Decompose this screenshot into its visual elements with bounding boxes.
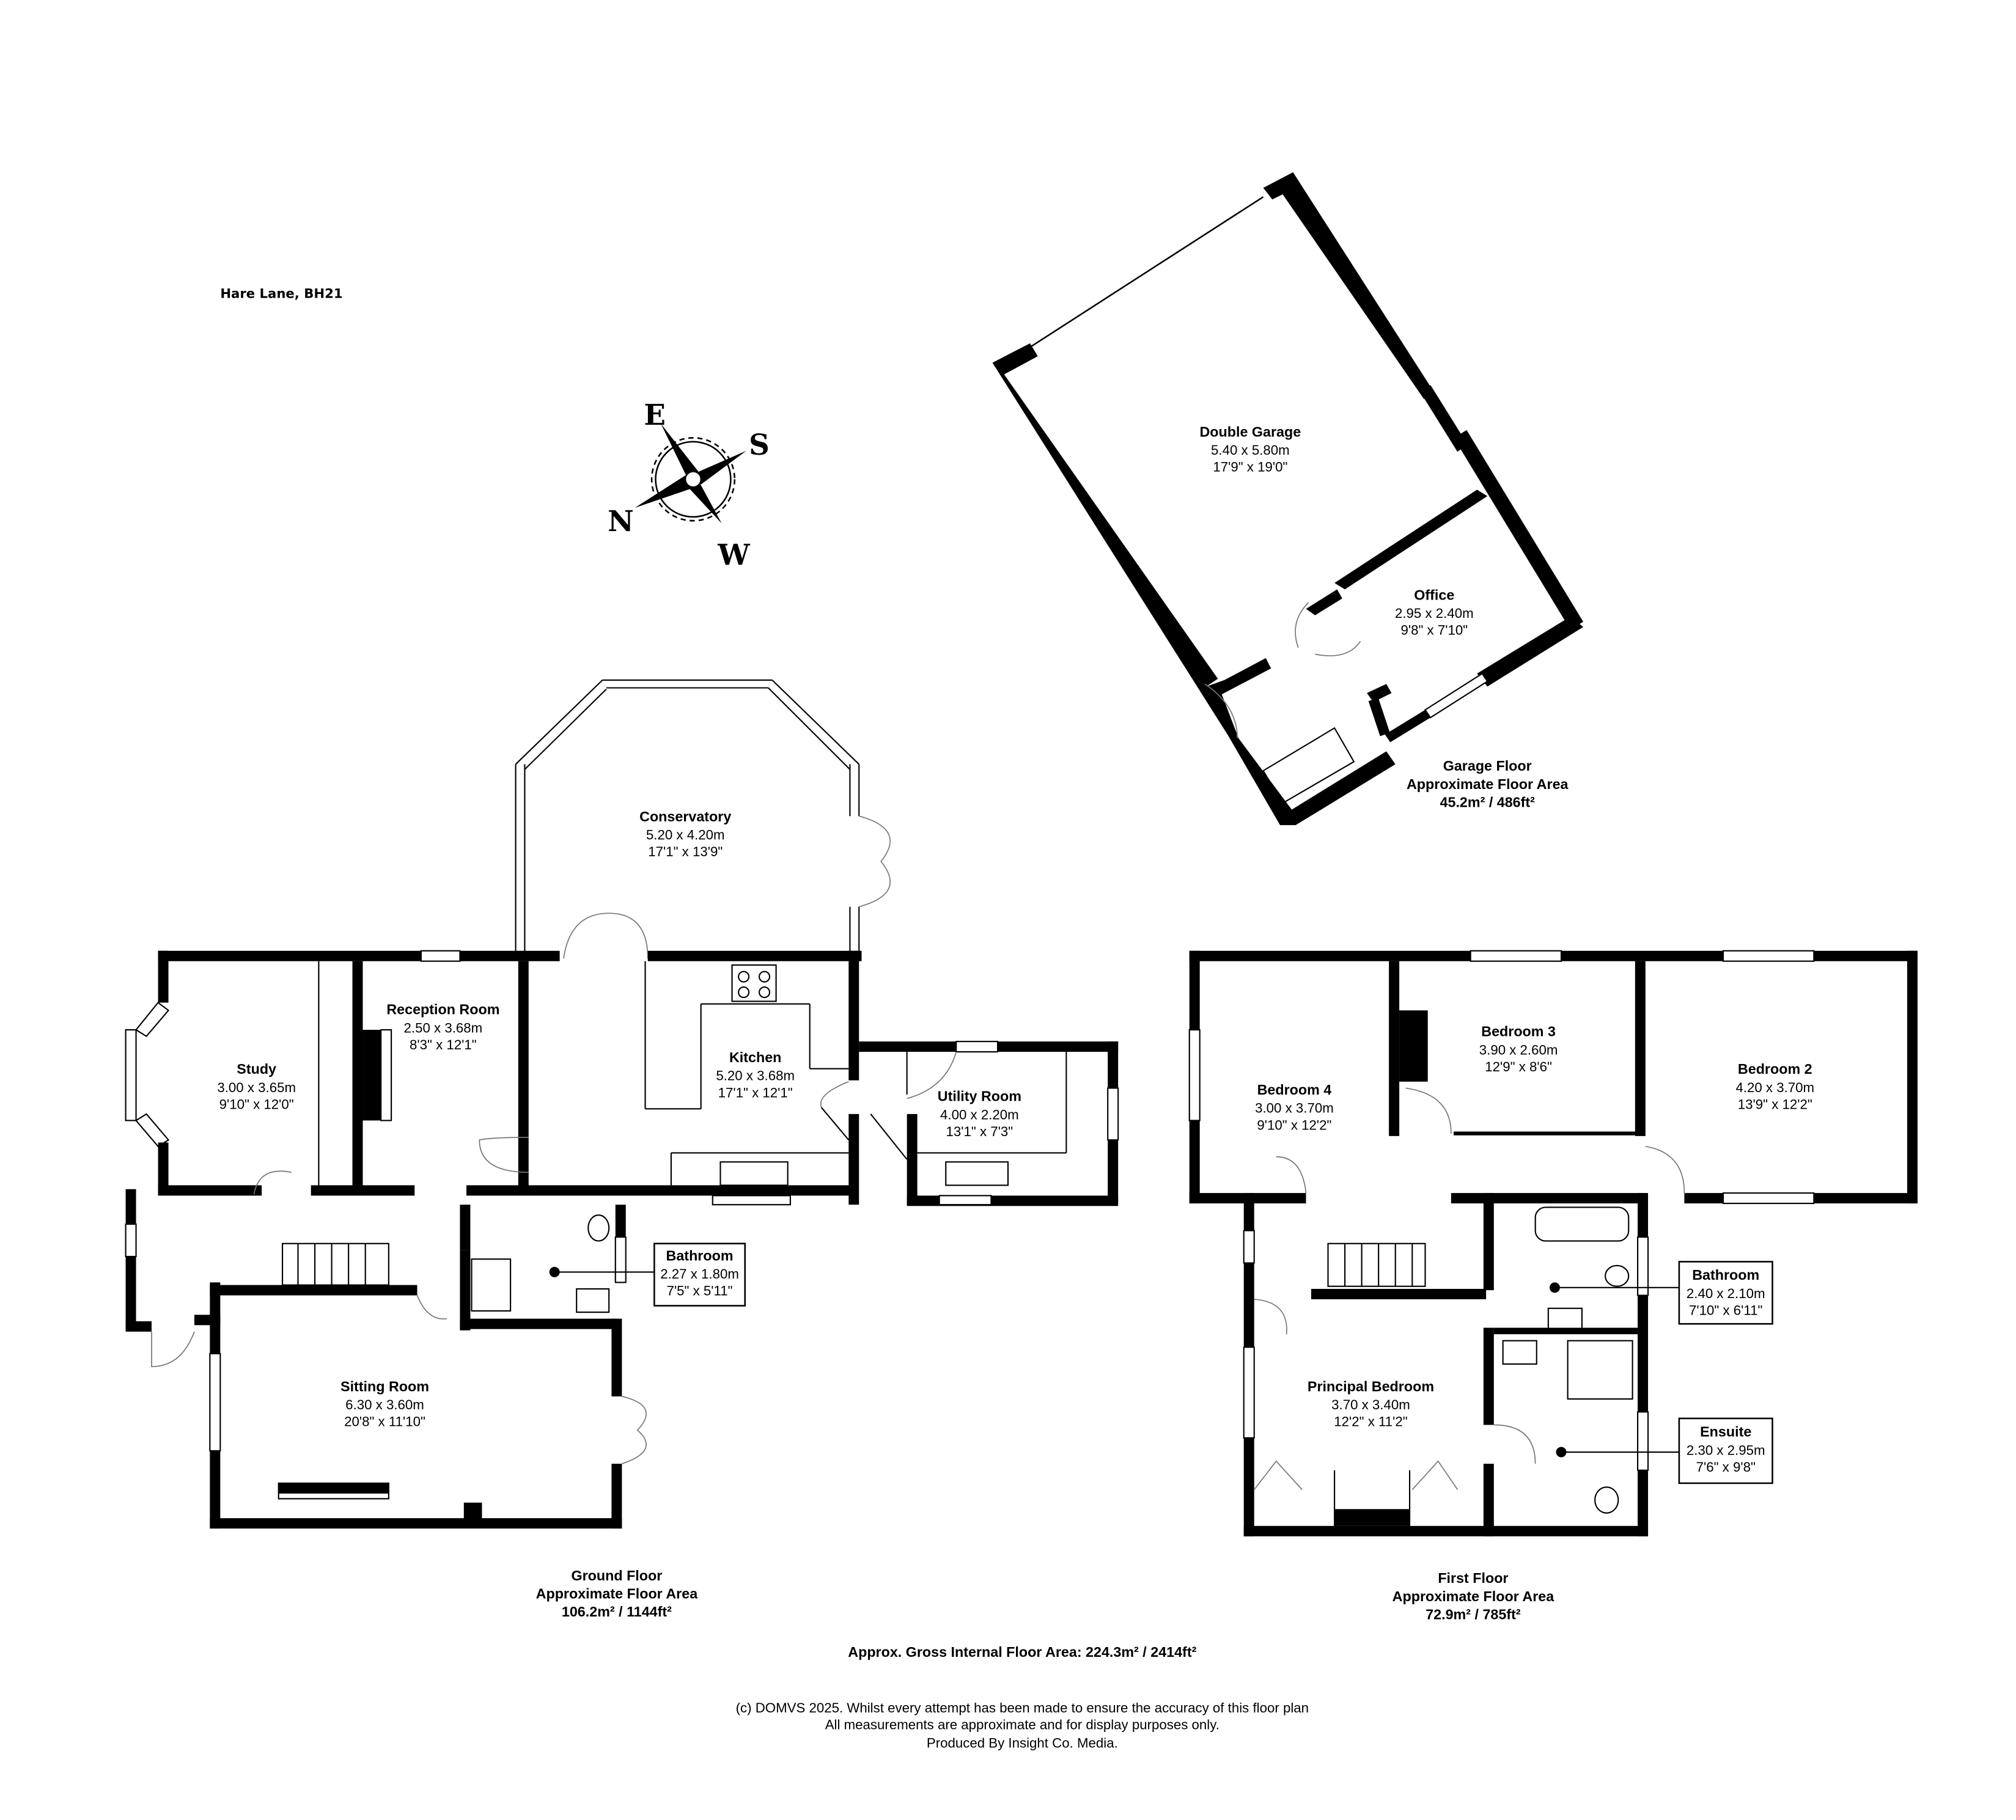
ground-floor-area: 106.2m² / 1144ft² xyxy=(562,1604,672,1620)
staircase xyxy=(281,1242,389,1286)
bath-icon xyxy=(1534,1206,1630,1242)
room-metric-utility-room: 4.00 x 2.20m xyxy=(940,1107,1019,1122)
room-metric-bedroom-3: 3.90 x 2.60m xyxy=(1479,1042,1558,1057)
bathroom-label-box xyxy=(653,1242,746,1307)
first-floor-area: 72.9m² / 785ft² xyxy=(1426,1606,1521,1622)
room-name-bathroom-first: Bathroom xyxy=(1692,1267,1759,1283)
toilet-icon xyxy=(587,1214,610,1242)
room-name-study: Study xyxy=(237,1061,276,1077)
room-metric-bathroom-first: 2.40 x 2.10m xyxy=(1687,1286,1765,1301)
room-metric-double-garage: 5.40 x 5.80m xyxy=(1211,442,1290,458)
room-imperial-utility-room: 13'1" x 7'3" xyxy=(946,1124,1014,1139)
sink-icon xyxy=(945,1161,1009,1186)
room-name-kitchen: Kitchen xyxy=(729,1049,781,1065)
room-name-conservatory: Conservatory xyxy=(639,809,731,824)
room-name-bedroom-4: Bedroom 4 xyxy=(1257,1082,1332,1098)
first-floor-plan: Bedroom 4 3.00 x 3.70m 9'10" x 12'2" Bed… xyxy=(1188,950,1918,1622)
room-name-office: Office xyxy=(1414,587,1454,603)
room-metric-bedroom-4: 3.00 x 3.70m xyxy=(1255,1101,1334,1116)
room-metric-office: 2.95 x 2.40m xyxy=(1395,606,1474,621)
garage-floor-area: 45.2m² / 486ft² xyxy=(1440,794,1536,810)
room-name-principal-bedroom: Principal Bedroom xyxy=(1308,1378,1434,1394)
first-floor-subtitle: Approximate Floor Area xyxy=(1392,1588,1555,1604)
room-imperial-bathroom-ground: 7'5" x 5'11" xyxy=(667,1283,733,1299)
basin-icon xyxy=(576,1288,610,1313)
compass-north: N xyxy=(608,504,634,538)
disclaimer-line-2: All measurements are approximate and for… xyxy=(825,1717,1220,1733)
property-address: Hare Lane, BH21 xyxy=(220,286,342,301)
room-metric-principal-bedroom: 3.70 x 3.40m xyxy=(1331,1397,1410,1412)
room-name-utility-room: Utility Room xyxy=(938,1088,1021,1104)
room-metric-kitchen: 5.20 x 3.68m xyxy=(716,1068,795,1084)
room-imperial-bedroom-2: 13'9" x 12'2" xyxy=(1738,1096,1812,1112)
garage-floor-title: Garage Floor xyxy=(1443,758,1532,774)
ground-floor-plan: Conservatory 5.20 x 4.20m 17'1" x 13'9" xyxy=(125,679,1119,1620)
shower-icon xyxy=(471,1258,512,1312)
room-imperial-sitting-room: 20'8" x 11'10" xyxy=(344,1414,425,1429)
first-floor-title: First Floor xyxy=(1438,1570,1508,1586)
room-imperial-reception-room: 8'3" x 12'1" xyxy=(410,1037,477,1052)
room-metric-sitting-room: 6.30 x 3.60m xyxy=(345,1397,424,1412)
room-name-sitting-room: Sitting Room xyxy=(340,1378,429,1394)
garage-floor-plan: Double Garage 5.40 x 5.80m 17'9" x 19'0"… xyxy=(992,172,1584,826)
disclaimer-line-1: (c) DOMVS 2025. Whilst every attempt has… xyxy=(736,1700,1309,1715)
toilet-icon xyxy=(1605,1264,1630,1287)
room-imperial-double-garage: 17'9" x 19'0" xyxy=(1213,460,1287,475)
room-imperial-study: 9'10" x 12'0" xyxy=(219,1096,294,1112)
room-metric-study: 3.00 x 3.65m xyxy=(217,1080,296,1095)
compass-east: E xyxy=(644,398,666,431)
room-name-double-garage: Double Garage xyxy=(1199,424,1301,439)
basin-icon xyxy=(1502,1340,1537,1365)
basin-icon xyxy=(1547,1307,1583,1330)
compass-south: S xyxy=(749,428,770,461)
room-imperial-ensuite: 7'6" x 9'8" xyxy=(1696,1459,1756,1475)
garage-floor-subtitle: Approximate Floor Area xyxy=(1407,776,1569,792)
room-imperial-bedroom-4: 9'10" x 12'2" xyxy=(1257,1117,1331,1132)
room-name-bathroom-ground: Bathroom xyxy=(666,1247,734,1263)
fireplace-icon xyxy=(278,1482,389,1500)
room-metric-reception-room: 2.50 x 3.68m xyxy=(404,1020,483,1035)
room-name-reception-room: Reception Room xyxy=(386,1002,499,1018)
room-imperial-bedroom-3: 12'9" x 8'6" xyxy=(1485,1059,1552,1074)
room-metric-bathroom-ground: 2.27 x 1.80m xyxy=(660,1266,739,1282)
room-imperial-principal-bedroom: 12'2" x 11'2" xyxy=(1334,1414,1407,1429)
disclaimer-line-3: Produced By Insight Co. Media. xyxy=(927,1735,1118,1750)
ensuite-label-box xyxy=(1678,1417,1773,1484)
shower-icon xyxy=(1567,1340,1633,1400)
gross-internal-area: Approx. Gross Internal Floor Area: 224.3… xyxy=(848,1644,1196,1660)
sink-icon xyxy=(719,1161,789,1186)
room-metric-ensuite: 2.30 x 2.95m xyxy=(1687,1442,1765,1458)
staircase xyxy=(1327,1242,1426,1287)
compass-west: W xyxy=(717,538,750,571)
room-metric-bedroom-2: 4.20 x 3.70m xyxy=(1735,1080,1814,1095)
room-name-bedroom-2: Bedroom 2 xyxy=(1738,1061,1812,1077)
bathroom-label-box xyxy=(1678,1261,1773,1325)
room-imperial-office: 9'8" x 7'10" xyxy=(1400,623,1468,638)
ground-floor-title: Ground Floor xyxy=(571,1568,662,1583)
toilet-icon xyxy=(1594,1486,1619,1514)
room-name-bedroom-3: Bedroom 3 xyxy=(1481,1024,1556,1040)
room-imperial-bathroom-first: 7'10" x 6'11" xyxy=(1689,1302,1762,1318)
ground-floor-subtitle: Approximate Floor Area xyxy=(536,1586,699,1602)
room-name-ensuite: Ensuite xyxy=(1700,1424,1751,1440)
room-imperial-kitchen: 17'1" x 12'1" xyxy=(718,1085,793,1100)
room-metric-conservatory: 5.20 x 4.20m xyxy=(646,827,725,842)
room-imperial-conservatory: 17'1" x 13'9" xyxy=(648,844,723,859)
compass-rose-icon: E S N W xyxy=(608,398,770,571)
hob-icon xyxy=(738,971,771,999)
